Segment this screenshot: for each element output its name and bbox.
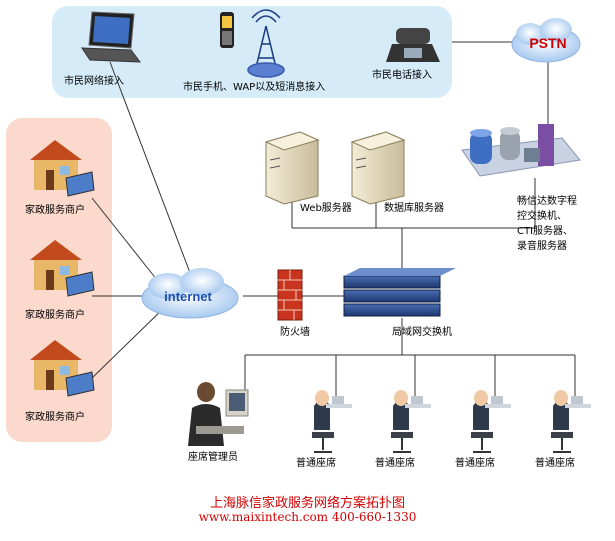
ordinary-seat-label-4: 普通座席 [535, 458, 575, 469]
ordinary-seat-label-1: 普通座席 [296, 458, 336, 469]
database-server-icon [350, 131, 406, 205]
ordinary-seat-icon-1 [312, 390, 352, 453]
laptop-icon [81, 11, 142, 63]
citizen-mobile-label: 市民手机、WAP以及短消息接入 [183, 82, 326, 93]
cti-server-label-line: 控交换机、 [517, 211, 567, 222]
firewall-icon [277, 269, 303, 321]
lan-switch-label: 局域网交换机 [392, 327, 452, 338]
cti-server-cluster-icon [461, 124, 581, 177]
lan-switch-icon [343, 268, 456, 317]
vendor-house-icon-3 [30, 340, 95, 397]
pstn-label: PSTN [529, 35, 566, 51]
ordinary-seat-icon-4 [551, 390, 591, 453]
company-contact: www.maixintech.com 400-660-1330 [198, 510, 417, 524]
citizen-network-label: 市民网络接入 [64, 76, 124, 87]
pstn-cloud-icon: PSTN [511, 18, 581, 63]
seat-manager-icon [188, 382, 249, 446]
internet-label: internet [164, 289, 212, 304]
telephone-icon [386, 28, 440, 62]
ordinary-seat-label-2: 普通座席 [375, 458, 415, 469]
ordinary-seat-icon-3 [471, 390, 511, 453]
web-server-icon [264, 131, 320, 205]
diagram-title: 上海脉信家政服务网络方案拓扑图 [209, 496, 405, 511]
mobile-phone-icon [220, 12, 234, 48]
firewall-label: 防火墙 [280, 327, 310, 338]
internet-cloud-icon: internet [141, 268, 239, 319]
antenna-tower-icon [247, 9, 285, 78]
cti-server-label-line: 录音服务器 [517, 241, 567, 252]
cti-server-label-line: 畅信达数字程 [517, 196, 577, 207]
vendor-house-icon-2 [30, 240, 95, 297]
citizen-phone-label: 市民电话接入 [372, 70, 432, 81]
ordinary-seat-icon-2 [391, 390, 431, 453]
web-server-label: Web服务器 [300, 203, 352, 214]
vendor-label-1: 家政服务商户 [25, 205, 85, 216]
vendor-house-icon-1 [30, 140, 95, 197]
seat-manager-label: 座席管理员 [188, 452, 238, 463]
connection-lines [91, 41, 576, 398]
cti-server-label-line: CTI服务器、 [517, 226, 574, 237]
vendor-label-3: 家政服务商户 [25, 412, 85, 423]
vendor-label-2: 家政服务商户 [25, 310, 85, 321]
db-server-label: 数据库服务器 [384, 203, 444, 214]
ordinary-seat-label-3: 普通座席 [455, 458, 495, 469]
citizen-access-panel [52, 6, 452, 98]
